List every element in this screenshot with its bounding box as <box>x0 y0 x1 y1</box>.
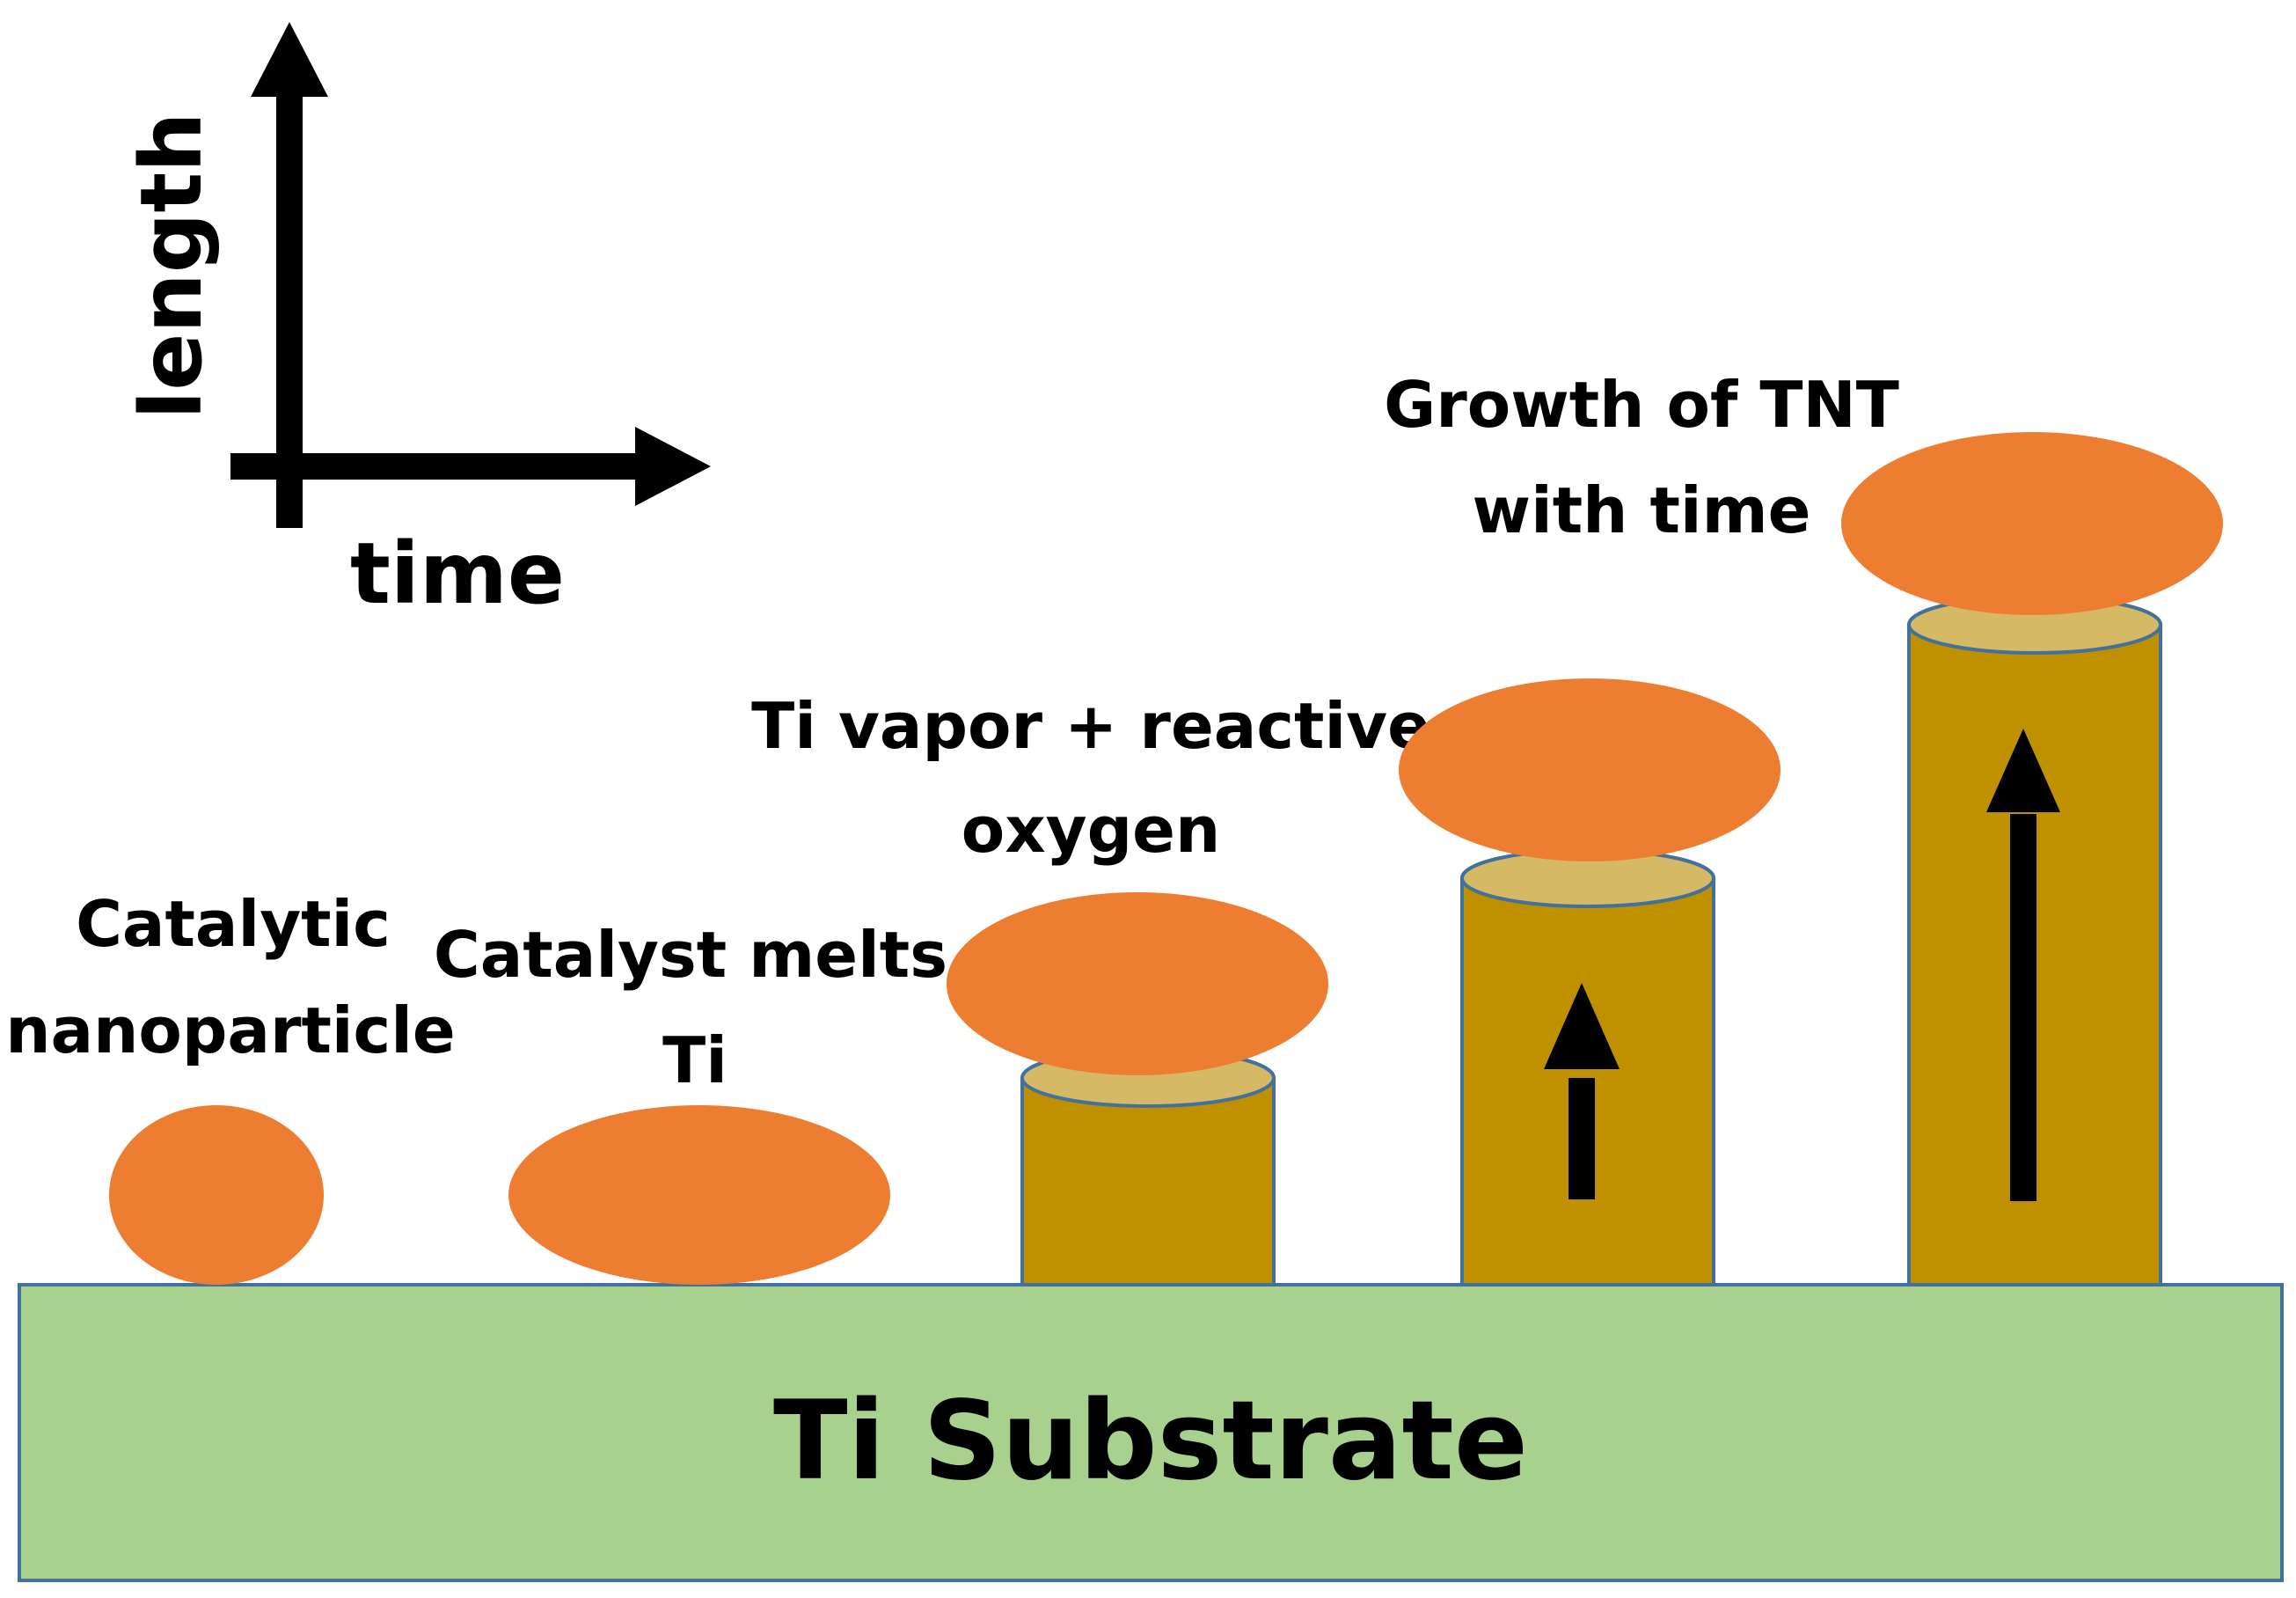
stage-3-label-line-1: Ti vapor + reactive <box>751 689 1430 763</box>
axes-indicator: length time <box>122 22 711 623</box>
y-axis-arrowhead <box>251 22 328 97</box>
x-axis-arrowhead <box>635 427 711 506</box>
stage-5: Growth of TNT with time <box>1384 368 2223 1286</box>
catalyst-cap <box>947 892 1328 1075</box>
y-axis-label: length <box>122 112 221 419</box>
catalyst-cap <box>1399 678 1780 861</box>
growth-arrow-head <box>1986 729 2060 812</box>
stage-3: Ti vapor + reactive oxygen <box>751 689 1430 1286</box>
stage-2-label-line-2: Ti <box>662 1023 728 1097</box>
growth-arrow-shaft <box>1568 1078 1595 1199</box>
x-axis-line <box>230 453 644 480</box>
growth-arrow-shaft <box>2010 814 2036 1201</box>
stage-5-label-line-1: Growth of TNT <box>1384 368 1899 442</box>
catalyst-particle <box>109 1105 324 1285</box>
substrate-label: Ti Substrate <box>773 1378 1528 1505</box>
stage-2: Catalyst melts Ti <box>434 918 947 1285</box>
substrate-block <box>18 1283 2284 1582</box>
x-axis-label: time <box>350 524 565 623</box>
stage-1: Catalytic nanoparticle <box>5 887 456 1285</box>
growth-arrow-head <box>1544 983 1620 1069</box>
melted-catalyst <box>508 1105 890 1285</box>
stage-3-label-line-2: oxygen <box>962 793 1220 867</box>
substrate: Ti Substrate <box>18 1283 2284 1582</box>
stage-4 <box>1399 678 1780 1286</box>
stage-5-label-line-2: with time <box>1473 473 1811 547</box>
catalyst-cap <box>1841 432 2223 615</box>
stage-2-label-line-1: Catalyst melts <box>434 918 947 992</box>
stage-1-label-line-2: nanoparticle <box>5 993 456 1067</box>
stage-1-label-line-1: Catalytic <box>76 887 391 961</box>
